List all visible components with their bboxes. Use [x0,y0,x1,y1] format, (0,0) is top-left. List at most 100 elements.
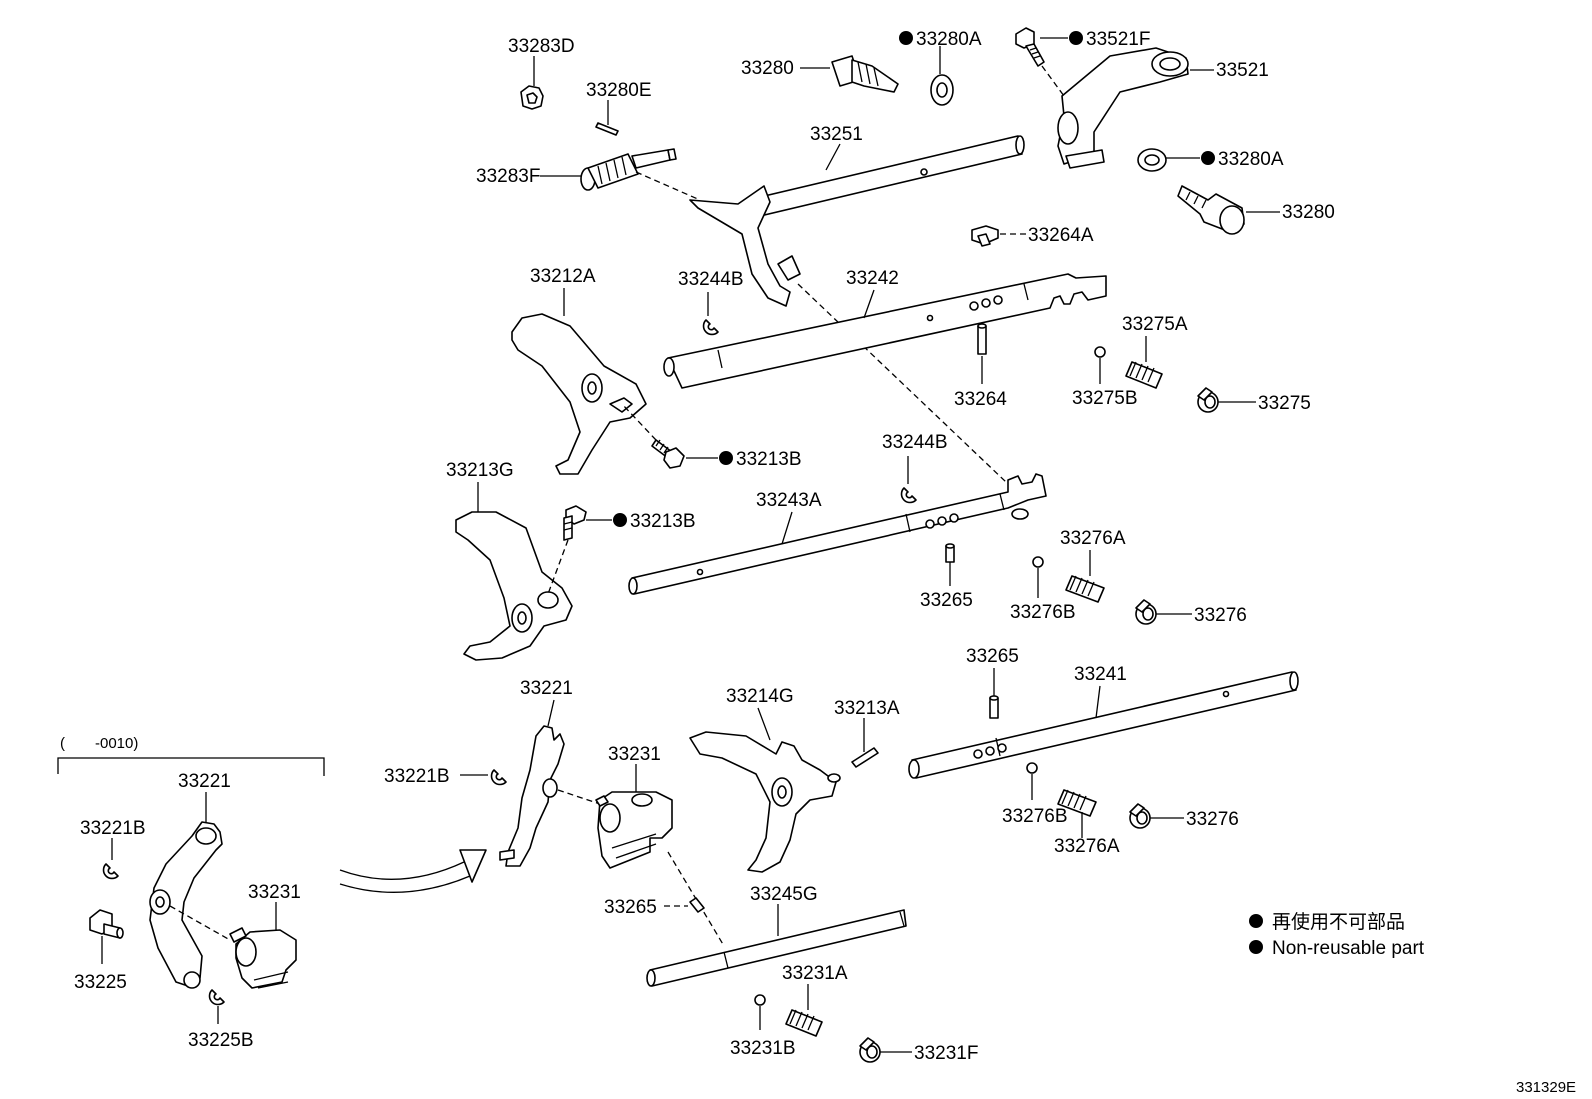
part-33213B-mid[interactable]: 33213B [547,505,696,595]
part-33244B-top[interactable]: 33244B [678,269,744,336]
label-33264A: 33264A [1028,225,1094,246]
label-33265-mid: 33265 [920,590,973,611]
part-33264[interactable]: 33264 [954,323,1007,410]
part-33280-right[interactable]: 33280 [1177,185,1335,235]
label-33213G: 33213G [446,460,514,481]
legend-english: Non-reusable part [1272,938,1425,959]
label-33276B-top: 33276B [1010,602,1076,623]
part-33280E[interactable]: 33280E [586,80,652,136]
part-33221B-main[interactable]: 33221B [384,766,507,787]
label-33280-right: 33280 [1282,202,1335,223]
label-33280A-top: 33280A [916,29,982,50]
part-33276B-top[interactable]: 33276B [1010,556,1076,623]
non-reusable-dot [613,513,627,527]
label-33213B-mid: 33213B [630,511,696,532]
label-33242: 33242 [846,268,899,289]
part-33276-bot[interactable]: 33276 [1129,803,1239,830]
part-33275[interactable]: 33275 [1197,387,1311,414]
part-33275A[interactable]: 33275A [1122,314,1188,389]
part-33213G[interactable]: 33213G [446,460,573,661]
label-33225B: 33225B [188,1030,254,1051]
label-33241: 33241 [1074,664,1127,685]
label-33231F: 33231F [914,1043,978,1064]
label-33276A-bot: 33276A [1054,836,1120,857]
label-33276A-top: 33276A [1060,528,1126,549]
non-reusable-dot [1201,151,1215,165]
label-33276-top: 33276 [1194,605,1247,626]
part-33225B[interactable]: 33225B [188,989,254,1051]
part-33243A[interactable]: 33243A [628,473,1047,595]
part-33265-right[interactable]: 33265 [966,646,1019,719]
legend-dot-ja [1249,914,1263,928]
part-33521[interactable]: 33521 [1057,47,1269,169]
label-33251: 33251 [810,124,863,145]
part-33276B-bot[interactable]: 33276B [1002,762,1068,827]
part-33221-main[interactable]: 33221 [499,678,601,867]
part-33245G[interactable]: 33245G [646,884,907,987]
part-33276-top[interactable]: 33276 [1135,599,1247,626]
label-33521F: 33521F [1086,29,1150,50]
label-33231B: 33231B [730,1038,796,1059]
part-33265-mid[interactable]: 33265 [920,543,973,611]
part-33275B[interactable]: 33275B [1072,346,1138,409]
legend-dot-en [1249,940,1263,954]
part-33265-bot[interactable]: 33265 [604,897,705,918]
part-33221B-inset[interactable]: 33221B [80,818,146,880]
label-33213A: 33213A [834,698,900,719]
part-33241[interactable]: 33241 [908,664,1299,779]
part-33276A-bot[interactable]: 33276A [1054,789,1120,857]
label-33275: 33275 [1258,393,1311,414]
part-33280-top[interactable]: 33280 [741,55,899,93]
label-33244B-top: 33244B [678,269,744,290]
part-33231-main[interactable]: 33231 [595,744,725,947]
part-33221-inset[interactable]: 33221 [149,771,231,989]
label-33243A: 33243A [756,490,822,511]
part-33521F[interactable]: 33521F [1015,27,1150,97]
label-33280-top: 33280 [741,58,794,79]
part-33244B-mid[interactable]: 33244B [882,432,948,504]
part-33231F[interactable]: 33231F [859,1037,978,1064]
label-33275B: 33275B [1072,388,1138,409]
label-33221B-main: 33221B [384,766,450,787]
part-33212A[interactable]: 33212A [511,266,647,475]
part-33283F[interactable]: 33283F [476,148,677,191]
part-33283D[interactable]: 33283D [508,36,575,110]
part-33213B-top[interactable]: 33213B [621,403,802,470]
transition-arrow [339,849,487,893]
part-33280A-top[interactable]: 33280A [899,29,982,106]
inset-range: ( -0010) [60,735,138,752]
part-33231B[interactable]: 33231B [730,994,796,1059]
label-33225: 33225 [74,972,127,993]
legend: 再使用不可部品 Non-reusable part [1249,911,1425,959]
part-33213A[interactable]: 33213A [834,698,900,768]
part-33264A[interactable]: 33264A [971,225,1094,247]
non-reusable-dot [719,451,733,465]
label-33275A: 33275A [1122,314,1188,335]
diagram-code: 331329E [1516,1079,1576,1096]
label-33212A: 33212A [530,266,596,287]
non-reusable-dot [1069,31,1083,45]
label-33521: 33521 [1216,60,1269,81]
label-33231A: 33231A [782,963,848,984]
label-33280E: 33280E [586,80,652,101]
label-33221B-inset: 33221B [80,818,146,839]
label-33264: 33264 [954,389,1007,410]
part-33280A-right[interactable]: 33280A [1137,148,1284,172]
label-33265-bot: 33265 [604,897,657,918]
label-33265-right: 33265 [966,646,1019,667]
part-33214G[interactable]: 33214G [689,686,841,873]
label-33231-inset: 33231 [248,882,301,903]
part-33242[interactable]: 33242 [663,268,1107,389]
part-33231A[interactable]: 33231A [782,963,848,1037]
label-33283D: 33283D [508,36,575,57]
inset-bracket: ( -0010) [57,735,325,776]
label-33276-bot: 33276 [1186,809,1239,830]
label-33221-inset: 33221 [178,771,231,792]
part-33276A-top[interactable]: 33276A [1060,528,1126,603]
part-33231-inset[interactable]: 33231 [229,882,301,989]
part-33251[interactable]: 33251 [635,124,1025,483]
label-33245G: 33245G [750,884,818,905]
non-reusable-dot [899,31,913,45]
part-33225[interactable]: 33225 [74,909,127,993]
